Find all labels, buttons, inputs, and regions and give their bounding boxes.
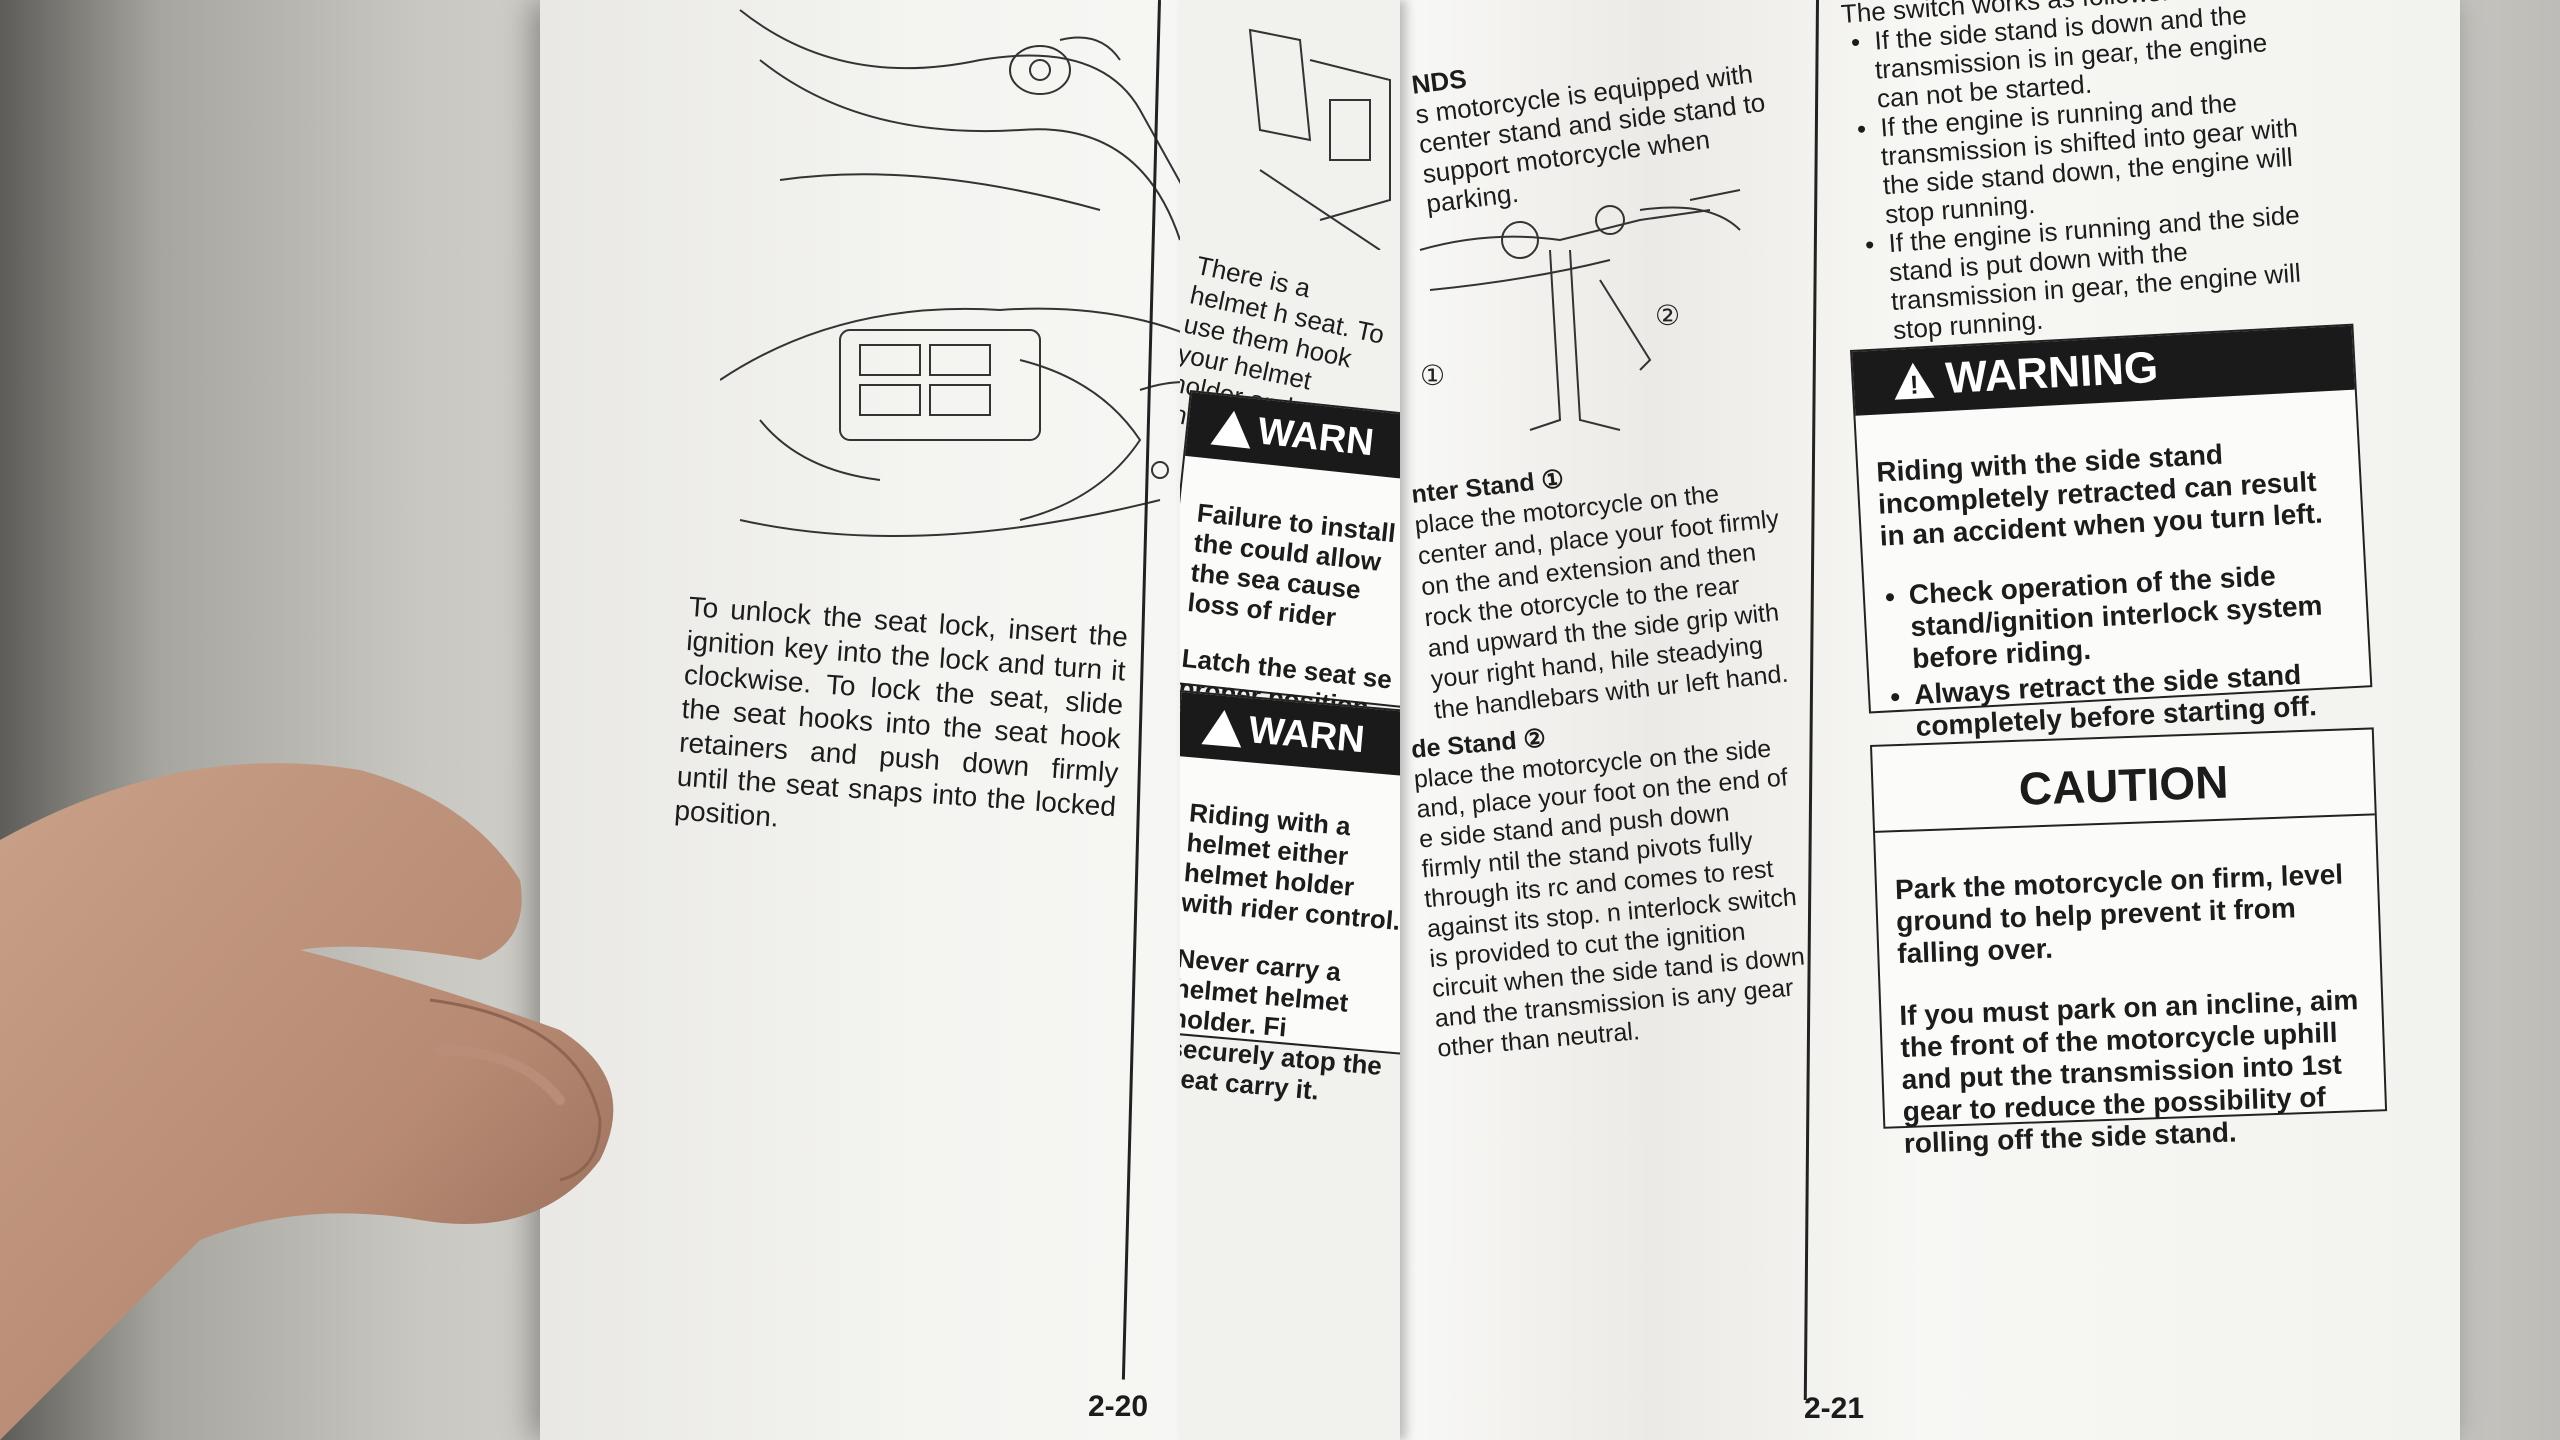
warning-title: WARN — [1246, 709, 1367, 762]
helmet-holder-illustration — [1248, 28, 1391, 250]
warning-text: Failure to install the could allow the s… — [1186, 497, 1398, 633]
warning-text: Riding with the side stand incompletely … — [1875, 438, 2324, 552]
caution-text: If you must park on an incline, aim the … — [1898, 984, 2359, 1160]
warning-title: WARN — [1255, 410, 1376, 465]
caution-text: Park the motorcycle on firm, level groun… — [1894, 858, 2344, 970]
callout-1: ① — [1420, 359, 1445, 392]
hand-holding-book — [0, 763, 614, 1440]
warning-triangle-icon — [1210, 408, 1254, 449]
side-stand-section: de Stand ② place the motorcycle on the s… — [1410, 702, 1812, 1063]
warning-text: Never carry a helmet helmet holder. Fi s… — [1180, 942, 1384, 1106]
center-stand-text: place the motorcycle on the center and, … — [1413, 479, 1790, 725]
caution-box: CAUTION Park the motorcycle on firm, lev… — [1870, 727, 2388, 1159]
warning-title: WARNING — [1944, 342, 2160, 404]
middle-page: There is a helmet h seat. To use them ho… — [1180, 0, 1400, 1440]
center-stand-section: nter Stand ① place the motorcycle on the… — [1410, 442, 1799, 727]
page-number-left: 2-20 — [1088, 1390, 1149, 1423]
seat-lock-illustration — [720, 9, 1241, 537]
warning-box-helmet: WARN Riding with a helmet either helmet … — [1180, 690, 1400, 1106]
open-manual: To unlock the seat lock, insert the igni… — [540, 0, 2460, 1440]
page-number-right: 2-21 — [1804, 1392, 1865, 1425]
seat-lock-instruction: To unlock the seat lock, insert the igni… — [673, 590, 1129, 833]
warning-text: Riding with a helmet either helmet holde… — [1180, 797, 1400, 937]
center-rule — [1803, 0, 1819, 1400]
callout-2: ② — [1655, 299, 1680, 332]
side-stand-text: place the motorcycle on the side and, pl… — [1412, 734, 1806, 1063]
warning-triangle-icon — [1201, 708, 1245, 748]
side-stand-warning-box: ! WARNING Riding with the side stand inc… — [1850, 323, 2373, 742]
stand-illustration: ② ① — [1419, 189, 1741, 431]
warning-box-seat: WARN Failure to install the could allow … — [1180, 390, 1400, 723]
interlock-behavior-text: The switch works as follows: • If the si… — [1840, 0, 2323, 347]
warning-item: Check operation of the side stand/igniti… — [1908, 556, 2350, 675]
